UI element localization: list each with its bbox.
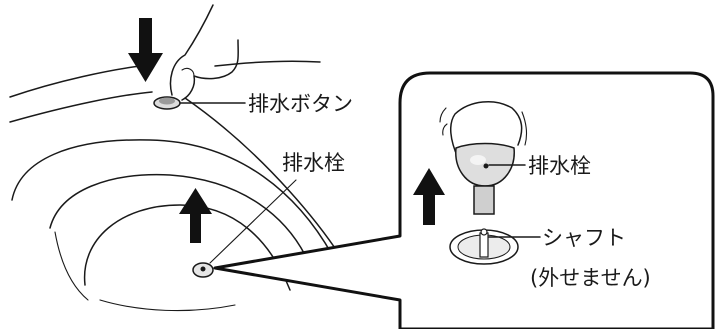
pressing-finger <box>181 39 239 101</box>
drain-plug-center <box>200 266 206 272</box>
drain-button-top <box>159 97 175 105</box>
tub-basin-inner <box>99 299 236 312</box>
shaft-tip <box>480 228 488 236</box>
detail-drain-plug-label: 排水栓 <box>528 154 591 178</box>
up-arrow-icon <box>179 188 212 243</box>
tub-rim-edge <box>9 60 321 98</box>
lifting-hand <box>450 101 523 159</box>
tub-basin-inner <box>54 231 89 301</box>
tub-rim-edge <box>9 91 153 123</box>
shaft-rod <box>479 232 489 258</box>
up-arrow-icon <box>413 168 445 225</box>
drain-button-label: 排水ボタン <box>248 92 353 116</box>
pressing-finger <box>181 67 195 77</box>
detail-drain-plug-dot <box>483 163 489 169</box>
tub-basin-edge <box>11 139 336 261</box>
tub-basin-inner <box>49 173 313 271</box>
tub-basin-inner <box>83 204 291 291</box>
lifting-hand <box>521 111 527 146</box>
drain-plug-label: 排水栓 <box>282 151 345 175</box>
shaft-note: (外せません) <box>530 266 651 290</box>
detail-callout <box>213 71 715 329</box>
detail-drain-plug-highlight <box>470 155 486 165</box>
shaft-label: シャフト <box>542 226 626 250</box>
drain-plug-leader <box>209 179 297 264</box>
shaft-stem <box>473 185 495 215</box>
down-arrow-icon <box>128 18 163 82</box>
lifting-hand <box>439 107 448 136</box>
pressing-finger <box>169 4 214 96</box>
